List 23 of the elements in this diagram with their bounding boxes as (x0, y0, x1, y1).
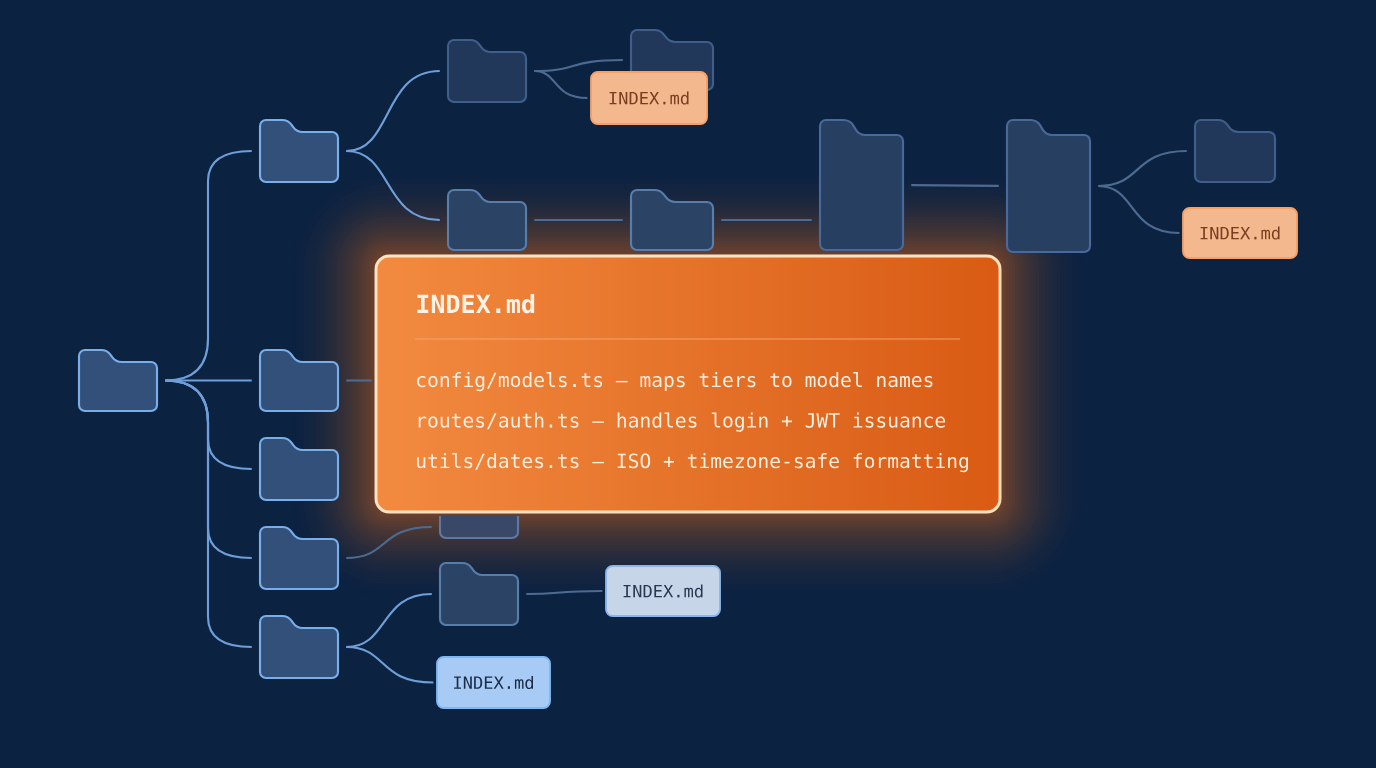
connector (165, 379, 252, 382)
description-line: utils/dates.ts — ISO + timezone-safe formatting (417, 453, 968, 473)
file-tag: INDEX.md (436, 656, 551, 709)
connector (346, 525, 432, 560)
card-heading: INDEX.md (417, 293, 535, 314)
description-line: routes/auth.ts — handles login + JWT issuance (418, 412, 946, 432)
description-line: config/models.ts — maps tiers to model names (417, 372, 933, 392)
file-tag: INDEX.md (605, 565, 721, 617)
connector (721, 218, 812, 222)
folder-icon (818, 118, 905, 252)
connector (346, 149, 440, 222)
connector (346, 379, 372, 382)
connector (911, 184, 999, 187)
connector (534, 69, 588, 100)
connector (526, 589, 603, 596)
connector (1098, 184, 1180, 235)
connector (165, 379, 252, 649)
folder-icon (438, 514, 520, 540)
file-tag: INDEX.md (1182, 207, 1298, 259)
folder-icon (1005, 118, 1092, 254)
connector (346, 645, 434, 684)
connector (534, 218, 623, 222)
file-tag: INDEX.md (590, 71, 708, 125)
